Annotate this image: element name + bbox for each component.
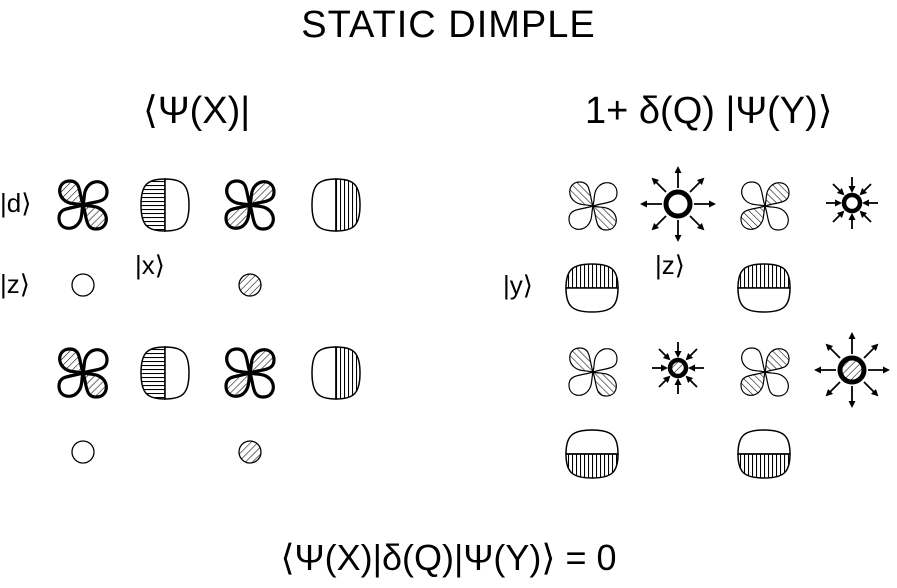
- s-orbital-left-r1c3: [238, 273, 262, 297]
- px-orbital-left-r2c2: [140, 346, 190, 400]
- orthogonality-equation: ⟨Ψ(X)|δ(Q)|Ψ(Y)⟩ = 0: [280, 537, 617, 578]
- d-orbital-left-r1c3: [224, 179, 276, 231]
- s-orbital-dimple-inward-r2: [652, 342, 704, 394]
- label-z-state-right: |z⟩: [655, 250, 685, 280]
- s-orbital-left-r1c1: [71, 273, 95, 297]
- d-orbital-right-r1c1: [568, 181, 618, 231]
- right-ket-label: 1+ δ(Q) |Ψ(Y)⟩: [585, 90, 833, 132]
- px-orbital-left-r1c2: [140, 178, 190, 232]
- label-x-state: |x⟩: [135, 250, 165, 280]
- d-orbital-left-r2c3: [224, 347, 276, 399]
- s-orbital-left-r2c1: [71, 440, 95, 464]
- d-orbital-right-r2c1: [568, 347, 618, 397]
- d-orbital-left-r2c1: [57, 347, 109, 399]
- label-z-state-left: |z⟩: [0, 269, 30, 299]
- d-orbital-right-r1c3: [740, 181, 790, 231]
- s-orbital-dimple-outward-r1: [640, 166, 716, 242]
- d-orbital-left-r1c1: [57, 179, 109, 231]
- s-orbital-dimple-outward-r2: [814, 332, 890, 408]
- diagram-title: STATIC DIMPLE: [301, 4, 596, 46]
- label-y-state: |y⟩: [503, 270, 533, 300]
- s-orbital-left-r2c3: [238, 440, 262, 464]
- px-orbital-left-r1c4: [311, 178, 361, 232]
- py-orbital-right-r1c1: [565, 263, 619, 313]
- d-orbital-right-r2c3: [740, 347, 790, 397]
- px-orbital-left-r2c4: [311, 346, 361, 400]
- py-orbital-right-r2c1: [565, 429, 619, 479]
- py-orbital-right-r1c3: [737, 263, 791, 313]
- s-orbital-dimple-inward-r1: [826, 177, 878, 229]
- py-orbital-right-r2c3: [737, 429, 791, 479]
- label-d-state: |d⟩: [0, 188, 32, 218]
- left-bra-label: ⟨Ψ(X)|: [143, 90, 251, 132]
